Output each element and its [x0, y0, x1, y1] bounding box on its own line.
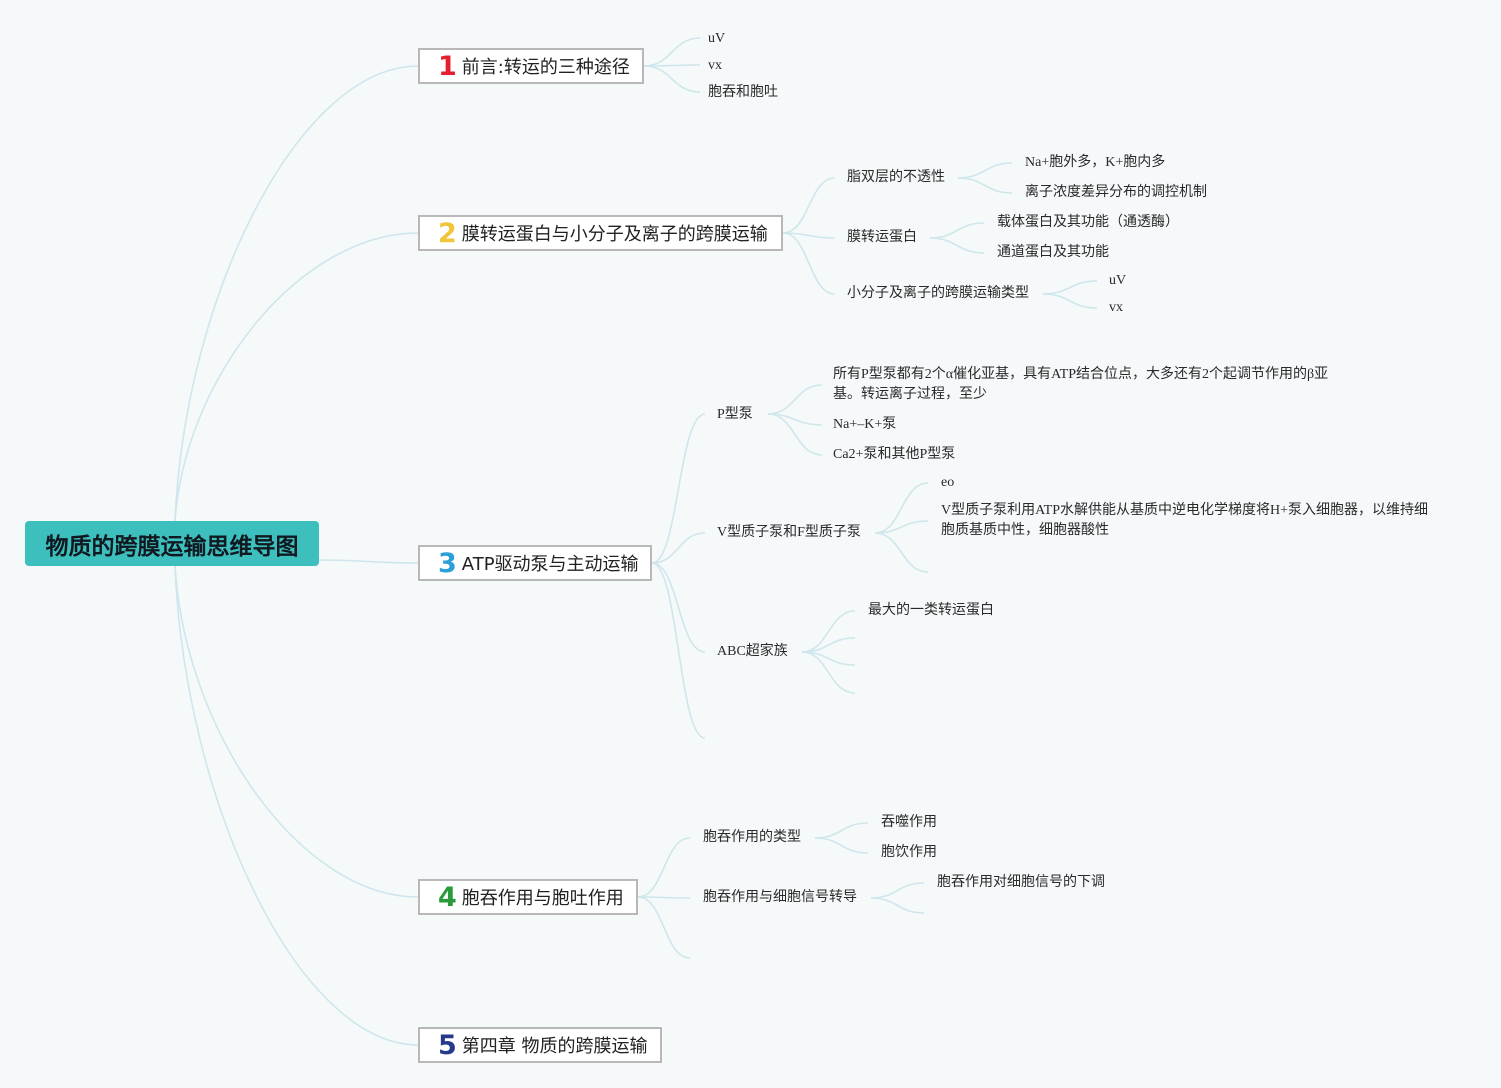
- root-to-branch-2-line: [174, 232, 419, 522]
- b3-abc-family-node[interactable]: ABC超家族: [717, 644, 788, 659]
- branch-1-label: 前言:转运的三种途径: [461, 57, 630, 78]
- b3-na-k-pump-node[interactable]: Na+–K+泵: [833, 417, 897, 432]
- b4-signal-downregulation-node[interactable]: 胞吞作用对细胞信号的下调: [937, 875, 1105, 890]
- b2-types-child-line: [1042, 280, 1098, 295]
- branch-5-label: 第四章 物质的跨膜运输: [461, 1036, 648, 1057]
- b2-lipid-child-line: [957, 162, 1013, 179]
- b2-protein-child-line: [929, 237, 985, 254]
- b4-pinocytosis-node[interactable]: 胞饮作用: [881, 845, 937, 860]
- b1-child-line: [643, 37, 701, 67]
- root-to-branch-4-line: [174, 565, 419, 898]
- branch-5-chapter[interactable]: 5 第四章 物质的跨膜运输: [418, 1027, 662, 1063]
- branch-4-label: 胞吞作用与胞吐作用: [461, 888, 624, 909]
- b3-child-line: [651, 413, 706, 564]
- root-topic[interactable]: 物质的跨膜运输思维导图: [25, 521, 319, 566]
- b2-lipid-child-line: [957, 177, 1013, 194]
- root-to-branch-1-line: [174, 65, 419, 522]
- b4-child-line: [637, 896, 691, 959]
- b3-abc-largest-node[interactable]: 最大的一类转运蛋白: [868, 603, 994, 618]
- b3-child-line: [651, 562, 706, 653]
- b4-signal-child-line: [870, 882, 925, 899]
- b1-uv-node[interactable]: uV: [708, 31, 726, 46]
- root-to-branch-3-line: [318, 559, 419, 564]
- branch-4-endocytosis[interactable]: 4 胞吞作用与胞吐作用: [418, 879, 638, 915]
- b3-abc-child-line: [801, 651, 856, 694]
- b4-child-line: [637, 837, 691, 898]
- branch-4-number: 4: [438, 881, 457, 913]
- b3-v-eo-node[interactable]: eo: [941, 475, 955, 490]
- b1-child-line: [643, 65, 701, 93]
- b1-vx-node[interactable]: vx: [708, 58, 722, 73]
- b4-type-child-line: [814, 837, 869, 854]
- b2-lipid-regulation-node[interactable]: 离子浓度差异分布的调控机制: [1025, 185, 1207, 200]
- b2-carrier-protein-node[interactable]: 载体蛋白及其功能（通透酶）: [997, 215, 1179, 230]
- b3-ca-pump-node[interactable]: Ca2+泵和其他P型泵: [833, 447, 956, 462]
- b3-p-child-line: [767, 384, 823, 415]
- b3-v-child-line: [874, 532, 929, 573]
- b4-signal-transduction-node[interactable]: 胞吞作用与细胞信号转导: [703, 890, 857, 905]
- branch-3-number: 3: [438, 547, 457, 579]
- b2-child-line: [782, 177, 836, 234]
- b4-type-child-line: [814, 822, 869, 839]
- b2-types-uv-node[interactable]: uV: [1109, 273, 1127, 288]
- branch-2-label: 膜转运蛋白与小分子及离子的跨膜运输: [461, 224, 768, 245]
- b4-child-line: [637, 896, 691, 899]
- b2-channel-protein-node[interactable]: 通道蛋白及其功能: [997, 245, 1109, 260]
- b2-transport-protein-node[interactable]: 膜转运蛋白: [847, 230, 917, 245]
- b2-protein-child-line: [929, 222, 985, 239]
- b2-lipid-na-k-node[interactable]: Na+胞外多，K+胞内多: [1025, 155, 1166, 170]
- b2-child-line: [782, 232, 836, 239]
- b4-phagocytosis-node[interactable]: 吞噬作用: [881, 815, 937, 830]
- b3-v-child-line: [874, 520, 929, 534]
- b3-child-line: [651, 532, 706, 564]
- b3-p-pump-description-node[interactable]: 所有P型泵都有2个α催化亚基，具有ATP结合位点，大多还有2个起调节作用的β亚基…: [833, 367, 1329, 402]
- b3-p-child-line: [767, 413, 823, 456]
- b1-endo-exo-node[interactable]: 胞吞和胞吐: [708, 85, 778, 100]
- b4-endocytosis-types-node[interactable]: 胞吞作用的类型: [703, 830, 801, 845]
- b3-v-child-line: [874, 482, 929, 534]
- b3-p-pump-node[interactable]: P型泵: [717, 407, 753, 422]
- branch-3-atp-pumps[interactable]: 3 ATP驱动泵与主动运输: [418, 545, 652, 581]
- b4-signal-child-line: [870, 897, 925, 914]
- b2-types-vx-node[interactable]: vx: [1109, 300, 1123, 315]
- branch-3-label: ATP驱动泵与主动运输: [461, 554, 639, 575]
- b3-v-f-pump-node[interactable]: V型质子泵和F型质子泵: [717, 525, 861, 540]
- b3-child-line: [651, 562, 706, 739]
- root-to-branch-5-line: [174, 565, 419, 1046]
- b2-child-line: [782, 232, 836, 295]
- b2-lipid-bilayer-node[interactable]: 脂双层的不透性: [847, 170, 945, 185]
- branch-1-intro[interactable]: 1 前言:转运的三种途径: [418, 48, 644, 84]
- b2-types-child-line: [1042, 293, 1098, 309]
- b3-v-pump-description-node[interactable]: V型质子泵利用ATP水解供能从基质中逆电化学梯度将H+泵入细胞器，以维持细胞质基…: [941, 503, 1429, 538]
- branch-2-number: 2: [438, 217, 457, 249]
- branch-5-number: 5: [438, 1029, 457, 1061]
- branch-2-membrane-transport[interactable]: 2 膜转运蛋白与小分子及离子的跨膜运输: [418, 215, 783, 251]
- b2-transport-types-node[interactable]: 小分子及离子的跨膜运输类型: [847, 286, 1029, 301]
- branch-1-number: 1: [438, 50, 457, 82]
